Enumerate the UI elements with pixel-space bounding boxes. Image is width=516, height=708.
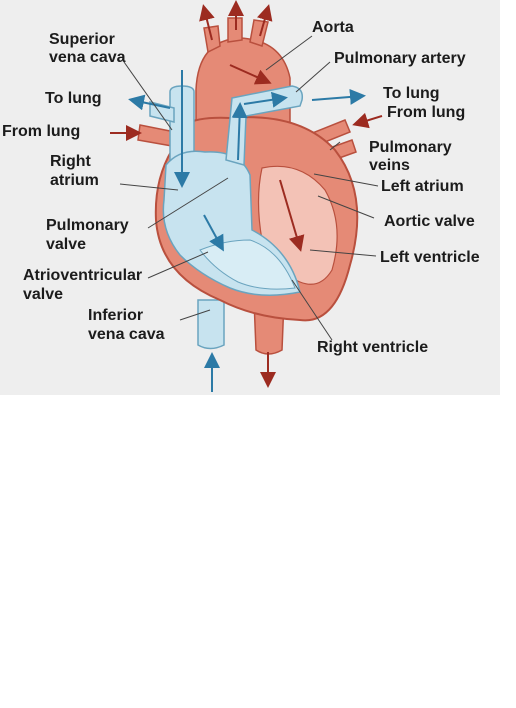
aortic-branches	[203, 17, 269, 54]
pulmonary-branch-arrow	[243, 91, 288, 108]
heart-illustration	[0, 0, 500, 395]
label-pulmonary-artery: Pulmonary artery	[334, 50, 466, 67]
label-left-atrium: Left atrium	[381, 178, 464, 195]
label-aortic-valve: Aortic valve	[384, 213, 475, 230]
aortic-arch-arrow	[229, 64, 272, 85]
label-to-lung-left: To lung	[45, 90, 102, 107]
label-from-lung-right: From lung	[387, 104, 466, 121]
label-superior-vena-cava-line2: vena cava	[49, 49, 126, 66]
label-right-atrium-line2: atrium	[50, 172, 99, 189]
label-superior-vena-cava-line1: Superior	[49, 31, 115, 48]
label-right-ventricle: Right ventricle	[317, 339, 429, 356]
label-pulmonary-veins-line2: veins	[369, 157, 410, 174]
to-lung-left-arrow	[128, 94, 171, 111]
label-pulmonary-valve-line2: valve	[46, 236, 87, 253]
leader-lines	[119, 35, 379, 341]
label-left-ventricle: Left ventricle	[380, 249, 480, 266]
left-ventricle-arrow	[279, 179, 305, 252]
to-lung-right-arrow	[311, 88, 366, 105]
right-ventricle-arrow	[203, 214, 224, 252]
label-to-lung-right: To lung	[383, 85, 440, 102]
label-from-lung-left: From lung	[2, 123, 81, 140]
label-aorta: Aorta	[312, 19, 354, 36]
inferior-vena-cava-vessel	[197, 299, 225, 350]
label-atrioventricular-valve-line2: valve	[23, 286, 64, 303]
pulmonary-trunk-arrow	[231, 102, 248, 161]
label-pulmonary-valve-line1: Pulmonary	[46, 217, 129, 234]
from-lung-right-arrow	[352, 112, 383, 129]
right-ventricle-chamber	[199, 239, 296, 290]
aorta-flow-arrow-1	[199, 4, 215, 41]
label-pulmonary-veins-line1: Pulmonary	[369, 139, 452, 156]
aorta-flow-arrow-3	[257, 4, 273, 37]
label-right-atrium-line1: Right	[50, 153, 91, 170]
label-atrioventricular-valve-line1: Atrioventricular	[23, 267, 143, 284]
label-inferior-vena-cava-line1: Inferior	[88, 307, 144, 324]
label-inferior-vena-cava-line2: vena cava	[88, 326, 165, 343]
